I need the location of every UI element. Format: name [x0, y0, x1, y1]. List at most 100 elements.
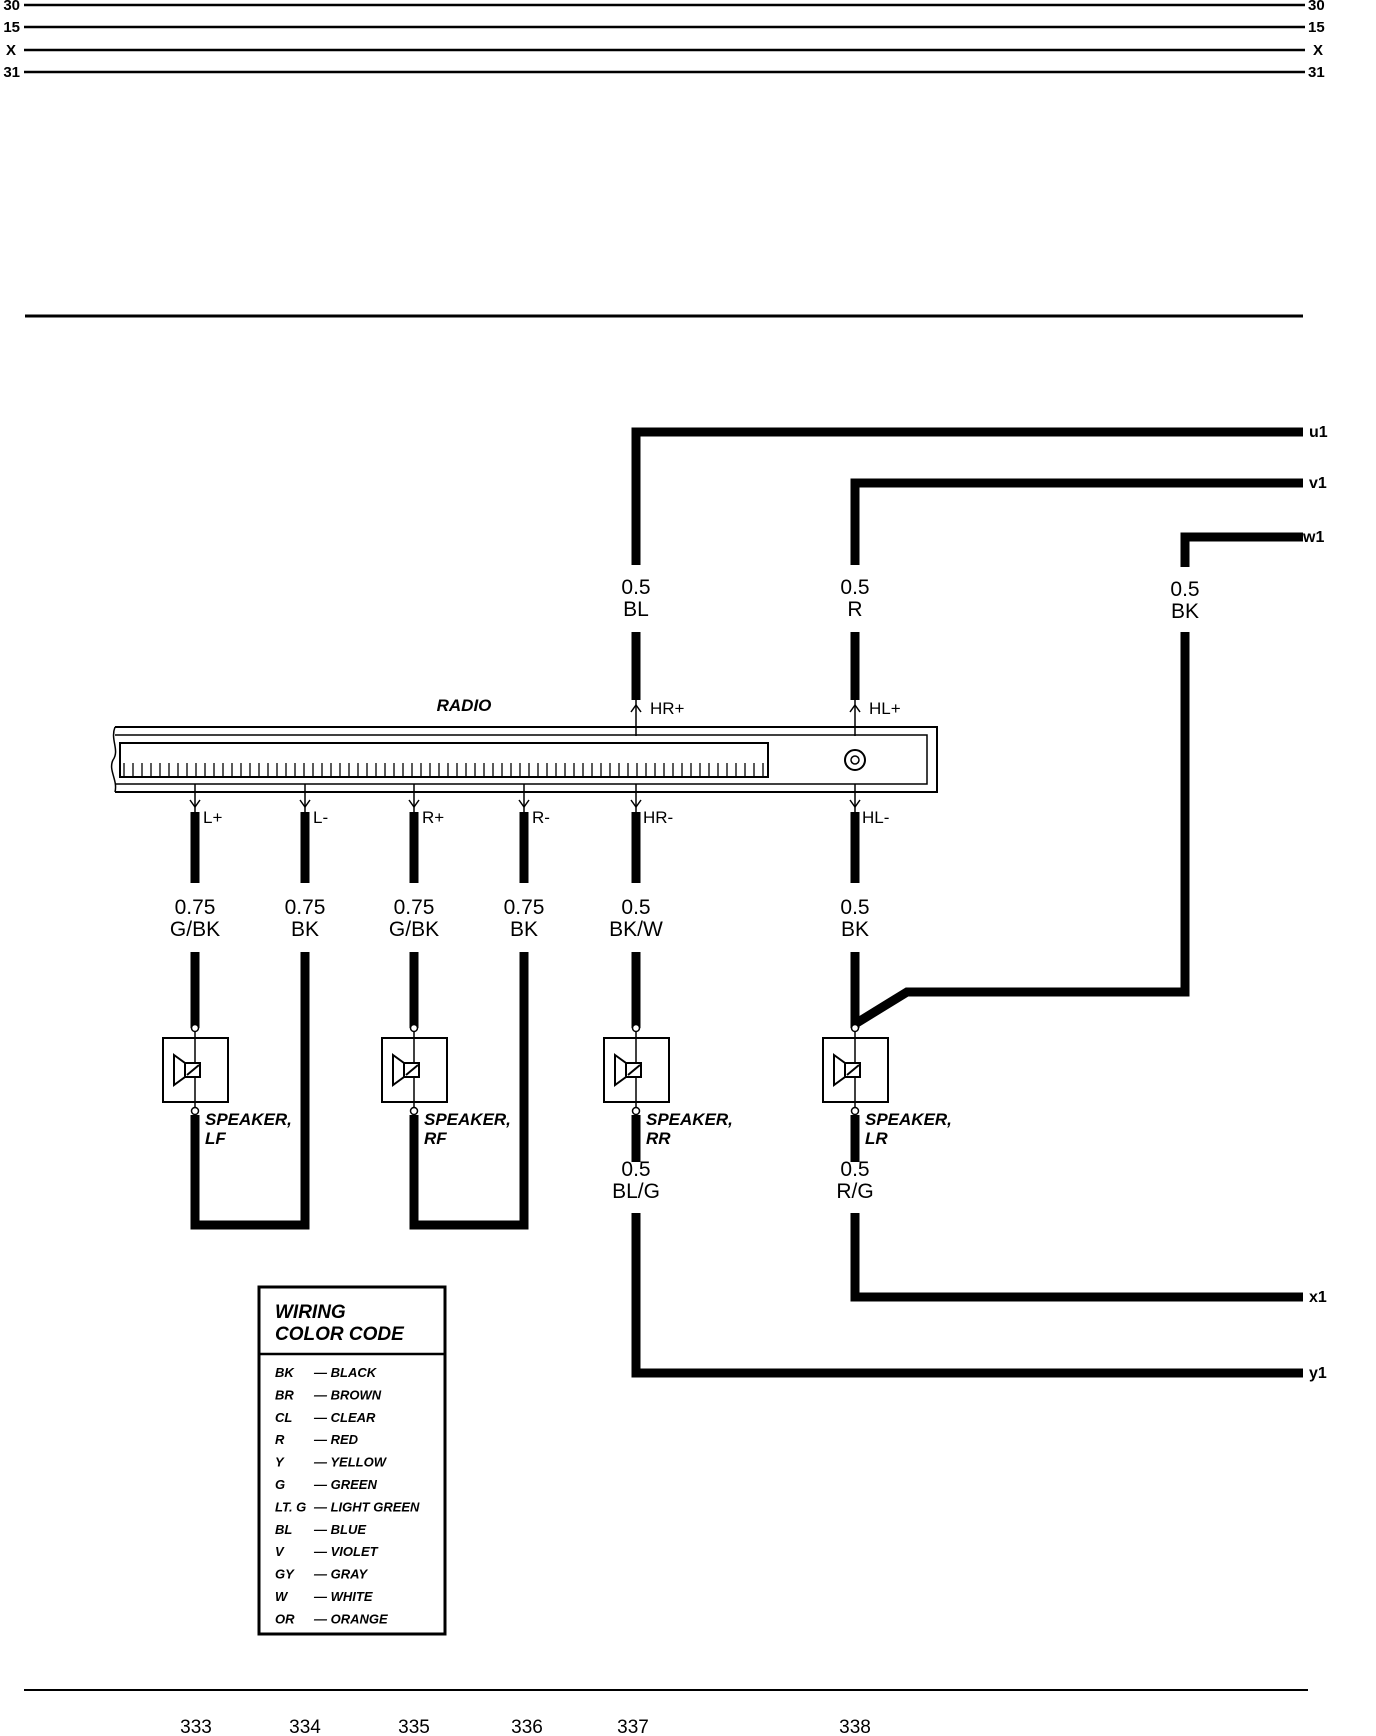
- pin-arrow: [408, 799, 420, 809]
- grid-number: 336: [511, 1717, 543, 1736]
- legend-code: W: [275, 1589, 289, 1604]
- wire-label-color: BK: [1171, 600, 1199, 623]
- wire-label-size: 0.5: [840, 576, 869, 599]
- pin-arrow: [299, 799, 311, 809]
- radio-pins: [189, 700, 861, 812]
- wire-label-color: G/BK: [170, 918, 220, 941]
- grid-number: 337: [617, 1717, 649, 1736]
- wire-label-size: 0.75: [394, 896, 435, 919]
- radio-pin-labels: HR+ HL+ L+ L- R+ R- HR- HL-: [203, 699, 901, 827]
- pin-arrow: [849, 799, 861, 809]
- wire-label-color: BL: [623, 598, 649, 621]
- speaker-rr-name: SPEAKER,: [646, 1110, 733, 1129]
- speaker-lr-position: LR: [865, 1129, 888, 1148]
- speaker-lf-name: SPEAKER,: [205, 1110, 292, 1129]
- speaker-rf: [381, 1023, 448, 1116]
- pin-label-l-minus: L-: [313, 808, 328, 827]
- speaker-lf-position: LF: [205, 1129, 226, 1148]
- wire-w1-bk-lower: [852, 632, 1190, 1028]
- pin-arrow: [630, 799, 642, 809]
- legend-code: BR: [275, 1387, 294, 1402]
- legend-color-name: — YELLOW: [313, 1455, 388, 1470]
- pin-label-l-plus: L+: [203, 808, 222, 827]
- legend-rows: BK — BLACK BR — BROWN CL — CLEAR R — RED Y — YELL…: [275, 1365, 420, 1626]
- pin-arrow: [518, 799, 530, 809]
- speaker-rr: [603, 1023, 670, 1116]
- grid-number: 333: [180, 1717, 212, 1736]
- legend-code: OR: [275, 1611, 295, 1626]
- connector-y1: y1: [1309, 1365, 1327, 1382]
- speaker-rf-name: SPEAKER,: [424, 1110, 511, 1129]
- legend-color-name: — ORANGE: [313, 1611, 388, 1626]
- speaker-lr: [822, 1023, 889, 1116]
- radio-title: RADIO: [437, 696, 492, 715]
- wire-label-size: 0.75: [175, 896, 216, 919]
- bus-label-left-15: 15: [3, 19, 20, 36]
- antenna-jack-icon: [844, 749, 866, 771]
- wire-v1-r: [850, 478, 1303, 565]
- speaker-rf-position: RF: [424, 1129, 447, 1148]
- connector-v1: v1: [1309, 475, 1327, 492]
- wire-label-size: 0.5: [621, 1158, 650, 1181]
- legend-color-name: — LIGHT GREEN: [313, 1499, 420, 1514]
- legend-color-name: — RED: [313, 1432, 359, 1447]
- pin-label-hr-minus: HR-: [643, 808, 673, 827]
- legend-color-name: — CLEAR: [313, 1410, 376, 1425]
- legend-box: [257, 1285, 447, 1636]
- wire-label-color: R: [847, 598, 862, 621]
- bus-label-left-x: X: [6, 42, 16, 59]
- legend-code: BL: [275, 1522, 292, 1537]
- pin-label-r-minus: R-: [532, 808, 550, 827]
- bus-label-left-30: 30: [3, 0, 20, 14]
- wire-label-color: R/G: [836, 1180, 873, 1203]
- legend-title-line2: COLOR CODE: [275, 1324, 405, 1345]
- wiring-color-code-legend: WIRING COLOR CODE BK — BLACK BR — BROWN CL — …: [257, 1285, 447, 1636]
- speaker-lf: [162, 1023, 229, 1116]
- power-bus: 30 15 X 31 30 15 X 31: [3, 0, 1324, 81]
- legend-code: LT. G: [275, 1499, 306, 1514]
- pin-label-hr-plus: HR+: [650, 699, 685, 718]
- legend-color-name: — BROWN: [313, 1387, 382, 1402]
- speaker-lr-name: SPEAKER,: [865, 1110, 952, 1129]
- connector-w1: w1: [1302, 529, 1324, 546]
- bus-label-left-31: 31: [3, 64, 20, 81]
- connector-x1: x1: [1309, 1289, 1327, 1306]
- legend-color-name: — WHITE: [313, 1589, 373, 1604]
- legend-color-name: — BLACK: [313, 1365, 378, 1380]
- wire-label-size: 0.5: [1170, 578, 1199, 601]
- radio-housing-inner: [115, 734, 928, 785]
- wire-y1: [631, 1213, 1303, 1378]
- radio-display-strip: [119, 742, 769, 778]
- legend-code: Y: [275, 1455, 285, 1470]
- legend-code: R: [275, 1432, 285, 1447]
- wire-label-size: 0.5: [840, 896, 869, 919]
- legend-code: CL: [275, 1410, 292, 1425]
- wire-label-color: BK: [510, 918, 538, 941]
- wire-x1: [850, 1213, 1303, 1302]
- grid-numbers: 333 334 335 336 337 338: [180, 1717, 871, 1736]
- wire-label-color: BL/G: [612, 1180, 660, 1203]
- radio-housing: [115, 726, 938, 793]
- speaker-rr-position: RR: [646, 1129, 671, 1148]
- legend-color-name: — BLUE: [313, 1522, 366, 1537]
- radio-unit: RADIO: [110, 696, 938, 793]
- bus-label-right-31: 31: [1308, 64, 1325, 81]
- wire-label-size: 0.5: [840, 1158, 869, 1181]
- wire-label-color: BK: [841, 918, 869, 941]
- radio-ticks: [123, 763, 764, 776]
- pin-label-hl-minus: HL-: [862, 808, 889, 827]
- legend-code: GY: [275, 1567, 295, 1582]
- wire-w1-bk: [1180, 532, 1303, 567]
- legend-code: BK: [275, 1365, 295, 1380]
- pin-label-hl-plus: HL+: [869, 699, 901, 718]
- bus-label-right-15: 15: [1308, 19, 1325, 36]
- pin-arrow: [189, 799, 201, 809]
- pin-label-r-plus: R+: [422, 808, 444, 827]
- grid-number: 338: [839, 1717, 871, 1736]
- legend-code: G: [275, 1477, 285, 1492]
- bus-label-right-x: X: [1313, 42, 1323, 59]
- pin-arrow: [630, 703, 642, 713]
- legend-code: V: [275, 1544, 285, 1559]
- legend-title-line1: WIRING: [275, 1302, 346, 1323]
